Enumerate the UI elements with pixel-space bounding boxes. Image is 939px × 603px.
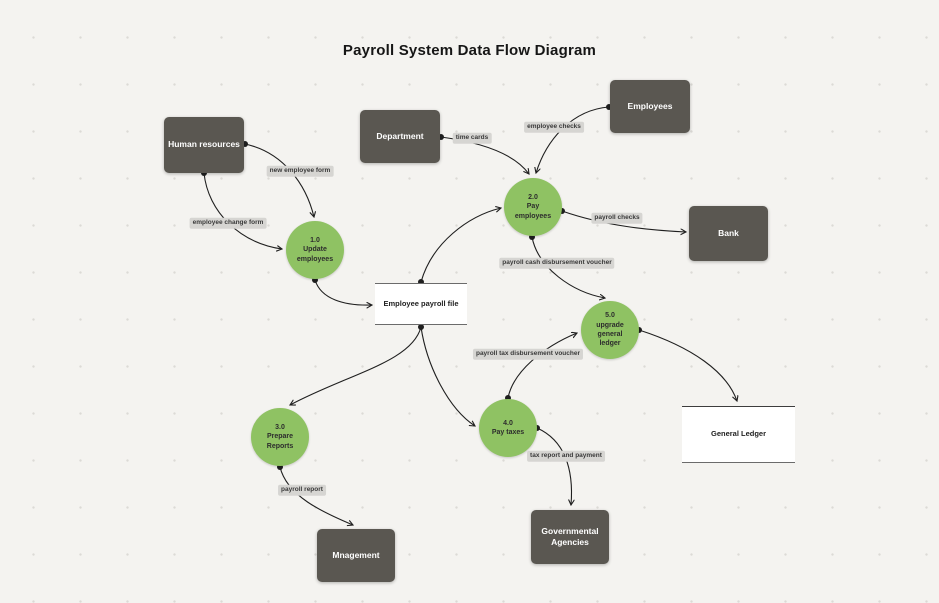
process-update-employees-label: 1.0 Update employees bbox=[296, 236, 334, 263]
flow-arrow-ledger-update[interactable] bbox=[638, 329, 737, 401]
entity-management[interactable]: Mnagement bbox=[317, 529, 395, 582]
flow-arrow-file-to-pay-employees[interactable] bbox=[420, 208, 501, 283]
flow-arrow-employee-checks[interactable] bbox=[536, 106, 610, 173]
process-pay-taxes-label: 4.0 Pay taxes bbox=[491, 419, 525, 436]
process-update-employees[interactable]: 1.0 Update employees bbox=[286, 221, 344, 279]
flow-arrow-file-to-prepare-reports[interactable] bbox=[290, 326, 422, 405]
datastore-general-ledger-label: General Ledger bbox=[710, 429, 767, 439]
flow-arrow-time-cards[interactable] bbox=[440, 136, 529, 174]
flow-arrow-new-employee-form[interactable] bbox=[244, 143, 314, 217]
flow-label-employee-change-form[interactable]: employee change form bbox=[189, 217, 267, 229]
process-pay-taxes[interactable]: 4.0 Pay taxes bbox=[479, 399, 537, 457]
flow-label-tax-report-and-payment[interactable]: tax report and payment bbox=[527, 450, 605, 462]
entity-bank[interactable]: Bank bbox=[689, 206, 768, 261]
entity-department-label: Department bbox=[376, 130, 424, 141]
flow-arrow-payroll-report[interactable] bbox=[279, 466, 353, 525]
entity-human-resources[interactable]: Human resources bbox=[164, 117, 244, 173]
process-prepare-reports[interactable]: 3.0 Prepare Reports bbox=[251, 408, 309, 466]
flow-arrow-payroll-cash-disbursement-voucher[interactable] bbox=[531, 236, 605, 298]
flow-arrow-file-to-pay-taxes[interactable] bbox=[420, 326, 475, 426]
process-pay-employees-label: 2.0 Pay employees bbox=[514, 193, 552, 220]
flow-arrow-update-to-file[interactable] bbox=[314, 279, 372, 305]
datastore-employee-payroll-file-label: Employee payroll file bbox=[383, 298, 459, 308]
datastore-general-ledger[interactable]: General Ledger bbox=[682, 406, 795, 463]
flow-label-payroll-checks[interactable]: payroll checks bbox=[591, 212, 643, 224]
flow-arrow-payroll-tax-disbursement-voucher[interactable] bbox=[507, 333, 577, 399]
entity-governmental-agencies[interactable]: Governmental Agencies bbox=[531, 510, 609, 564]
process-prepare-reports-label: 3.0 Prepare Reports bbox=[266, 423, 294, 450]
process-pay-employees[interactable]: 2.0 Pay employees bbox=[504, 178, 562, 236]
diagram-title: Payroll System Data Flow Diagram bbox=[342, 42, 597, 59]
flow-arrow-payroll-checks[interactable] bbox=[561, 210, 686, 232]
flow-label-employee-checks[interactable]: employee checks bbox=[524, 121, 584, 133]
entity-human-resources-label: Human resources bbox=[168, 139, 240, 150]
flow-label-new-employee-form[interactable]: new employee form bbox=[266, 165, 334, 177]
entity-bank-label: Bank bbox=[718, 227, 739, 238]
entity-employees-label: Employees bbox=[627, 100, 673, 111]
process-upgrade-general-ledger[interactable]: 5.0 upgrade general ledger bbox=[581, 301, 639, 359]
flow-label-payroll-tax-disbursement-voucher[interactable]: payroll tax disbursement voucher bbox=[472, 348, 584, 360]
flow-label-payroll-report[interactable]: payroll report bbox=[278, 484, 326, 496]
entity-governmental-agencies-label: Governmental Agencies bbox=[541, 525, 599, 547]
flow-label-payroll-cash-disbursement-voucher[interactable]: payroll cash disbursement voucher bbox=[499, 257, 615, 269]
process-upgrade-general-ledger-label: 5.0 upgrade general ledger bbox=[596, 312, 624, 348]
entity-employees[interactable]: Employees bbox=[610, 80, 690, 133]
flow-arrow-tax-report-and-payment[interactable] bbox=[536, 427, 572, 505]
entity-management-label: Mnagement bbox=[332, 549, 380, 560]
entity-department[interactable]: Department bbox=[360, 110, 440, 163]
datastore-employee-payroll-file[interactable]: Employee payroll file bbox=[375, 283, 467, 325]
flow-label-time-cards[interactable]: time cards bbox=[452, 132, 492, 144]
flow-arrow-employee-change-form[interactable] bbox=[203, 172, 282, 249]
